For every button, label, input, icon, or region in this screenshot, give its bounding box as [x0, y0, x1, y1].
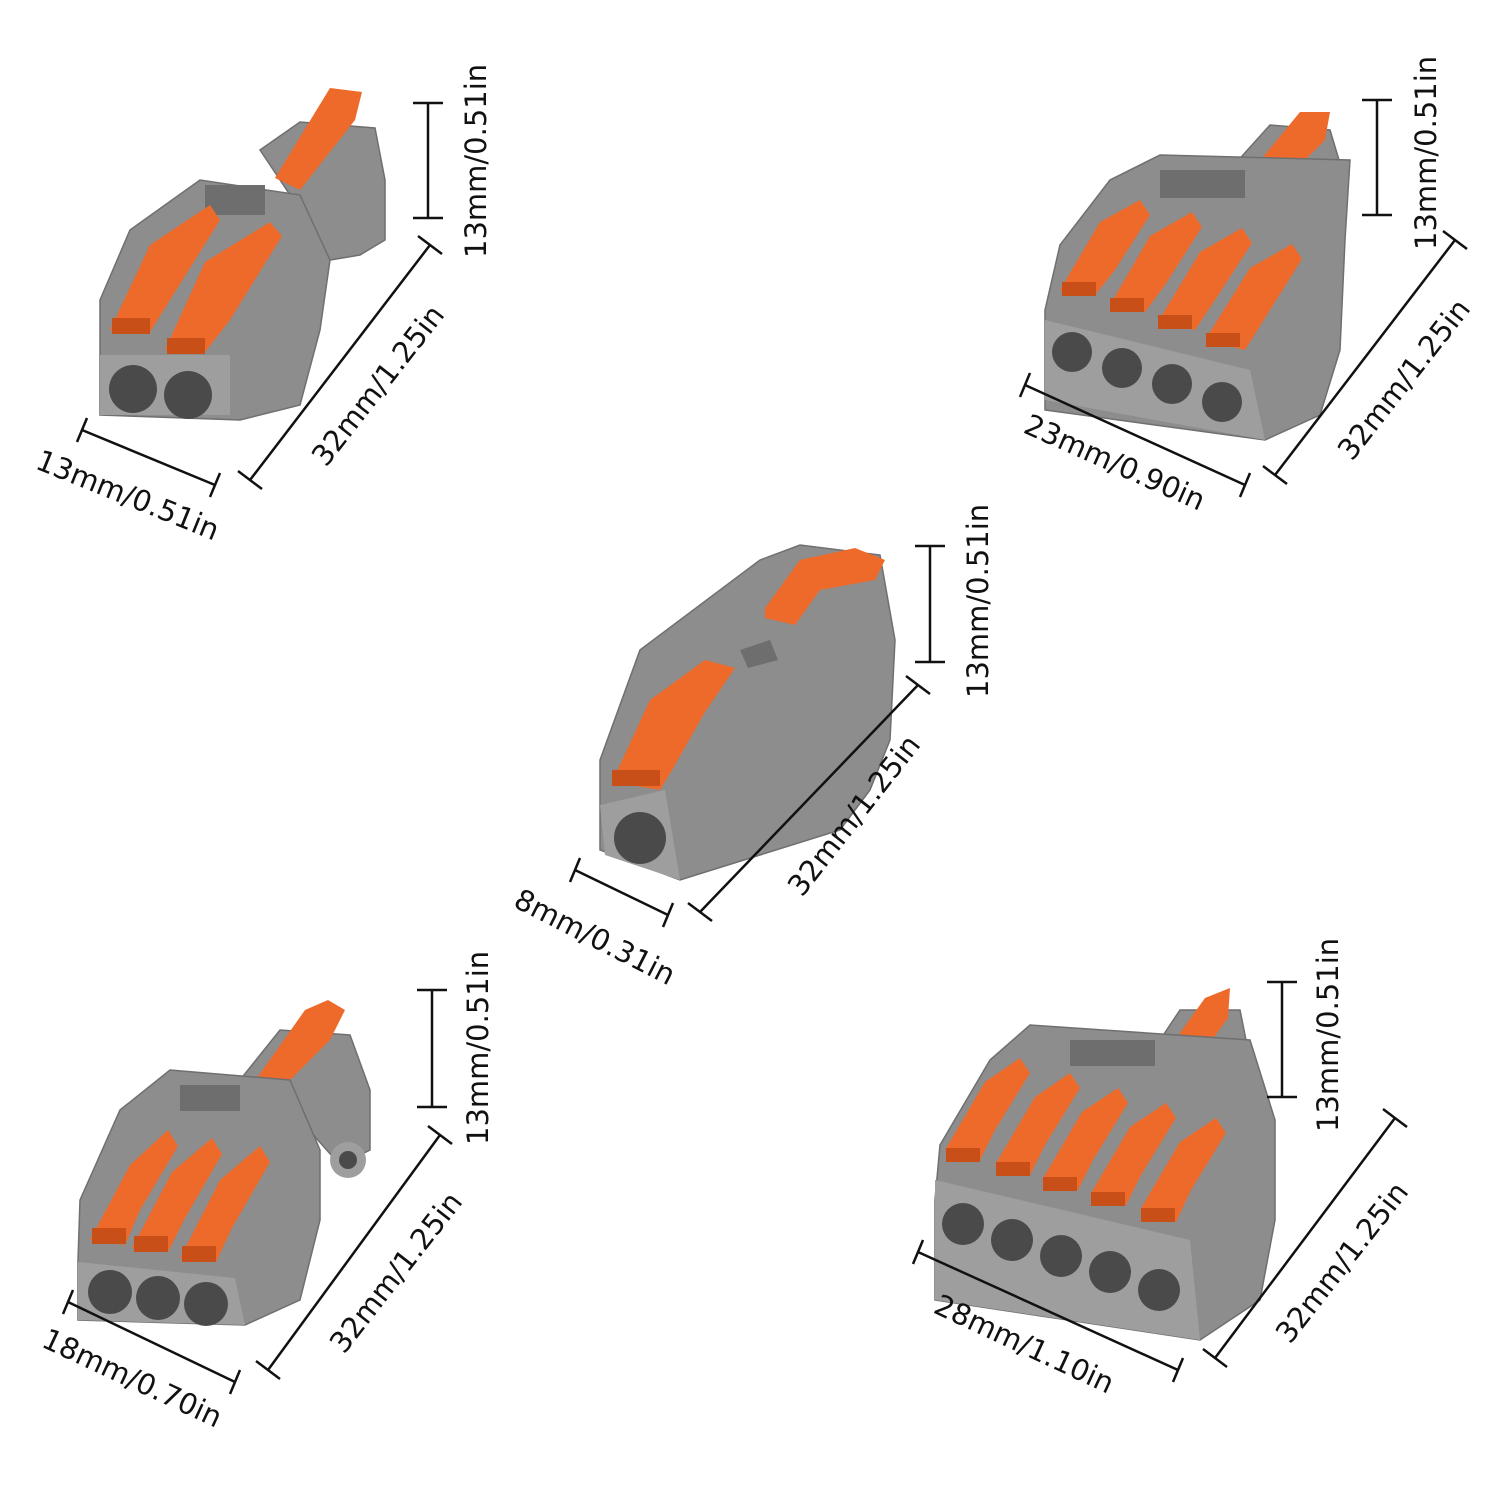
connector-2-way-length-label: 32mm/1.25in	[305, 298, 451, 472]
connector-3-way-ports	[88, 1270, 228, 1326]
connector-5-way-length-label: 32mm/1.25in	[1269, 1175, 1415, 1349]
connector-2-way-ports	[109, 365, 212, 419]
connector-1-way-height-marker	[915, 544, 945, 664]
connector-5-way-ports	[942, 1203, 1180, 1311]
connector-1-way-ports	[614, 812, 666, 864]
connector-5-way-height-marker	[1267, 980, 1297, 1099]
connector-5-way-length-marker	[1202, 1108, 1408, 1368]
connector-4-way-height-marker	[1362, 98, 1392, 217]
connector-5-way-width-marker	[911, 1239, 1185, 1383]
connector-2-way-length-marker	[237, 235, 443, 490]
connector-1-way-body	[599, 544, 896, 881]
connector-3-way-length-label: 32mm/1.25in	[323, 1185, 469, 1359]
connector-5-way-height-label: 13mm/0.51in	[1311, 938, 1345, 1132]
connector-1-way-width-label: 8mm/0.31in	[509, 882, 681, 992]
connector-3-way-width-label: 18mm/0.70in	[37, 1322, 227, 1435]
connector-2-way: 13mm/0.51in 32mm/1.25in 13mm/0.51in	[31, 64, 493, 547]
connector-1-way-height-label: 13mm/0.51in	[961, 504, 995, 698]
connector-3-way-length-marker	[255, 1125, 453, 1380]
connector-3-way: 13mm/0.51in 32mm/1.25in 18mm/0.70in	[37, 951, 495, 1435]
connector-3-way-height-label: 13mm/0.51in	[461, 951, 495, 1145]
connector-2-way-width-marker	[75, 417, 222, 498]
connector-4-way-width-marker	[1018, 372, 1252, 498]
connector-1-way-width-marker	[568, 857, 675, 928]
connector-4-way-ports	[1052, 332, 1242, 422]
connector-1-way-length-marker	[687, 675, 931, 922]
connector-2-way-height-marker	[413, 101, 443, 220]
connector-4-way: 13mm/0.51in 32mm/1.25in 23mm/0.90in	[1018, 56, 1477, 517]
connector-3-way-height-marker	[417, 988, 447, 1109]
connector-4-way-height-label: 13mm/0.51in	[1409, 56, 1443, 250]
connector-2-way-width-label: 13mm/0.51in	[31, 443, 224, 547]
connector-2-way-height-label: 13mm/0.51in	[459, 64, 493, 258]
connector-2-way-body	[99, 88, 386, 421]
connector-4-way-body	[1044, 112, 1351, 441]
connector-5-way: 13mm/0.51in 32mm/1.25in 28mm/1.10in	[911, 938, 1415, 1400]
connector-4-way-length-label: 32mm/1.25in	[1331, 292, 1477, 466]
connector-3-way-width-marker	[61, 1289, 242, 1395]
connector-1-way: 13mm/0.51in 32mm/1.25in 8mm/0.31in	[509, 504, 995, 992]
connector-4-way-length-marker	[1262, 230, 1468, 485]
